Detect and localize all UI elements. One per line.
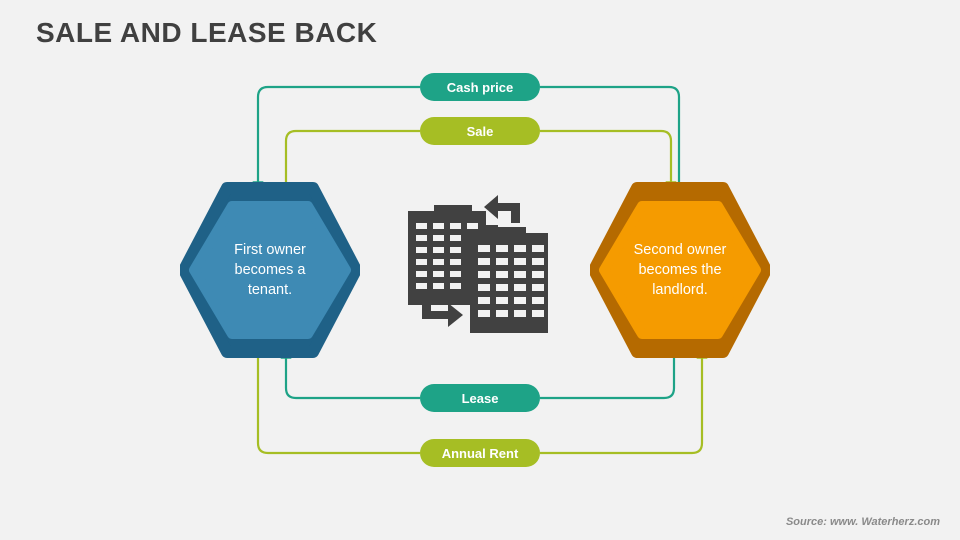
page-title: SALE AND LEASE BACK — [36, 17, 378, 48]
connector-annual-rent-arrow — [540, 347, 708, 455]
connector-annual-rent — [256, 344, 420, 455]
node-second-owner[interactable]: Second owner becomes the landlord. — [588, 182, 772, 358]
flow-label-lease-text: Lease — [461, 390, 499, 406]
hexagon-shape-blue — [178, 182, 362, 358]
exchange-arrow-top-icon — [484, 195, 520, 223]
flow-label-cash-price-text: Cash price — [446, 79, 514, 95]
connector-sale — [284, 129, 420, 196]
flow-label-sale[interactable]: Sale — [420, 117, 540, 145]
connector-lease-arrow — [280, 347, 420, 400]
connector-cash-price-arrow — [252, 85, 420, 193]
source-attribution: Source: www. Waterherz.com — [785, 516, 940, 528]
connector-cash-price — [540, 85, 681, 196]
exchange-arrow-bottom-icon — [422, 299, 463, 327]
flow-label-cash-price[interactable]: Cash price — [420, 73, 540, 101]
node-first-owner[interactable]: First owner becomes a tenant. — [178, 182, 362, 358]
hexagon-shape-orange — [588, 182, 772, 358]
buildings-exchange-icon — [408, 195, 548, 333]
flow-label-lease[interactable]: Lease — [420, 384, 540, 412]
connector-lease — [540, 344, 676, 400]
connector-sale-arrow — [540, 129, 677, 193]
flow-label-annual-rent-text: Annual Rent — [441, 445, 519, 461]
flow-label-sale-text: Sale — [466, 123, 494, 139]
flow-label-annual-rent[interactable]: Annual Rent — [420, 439, 540, 467]
